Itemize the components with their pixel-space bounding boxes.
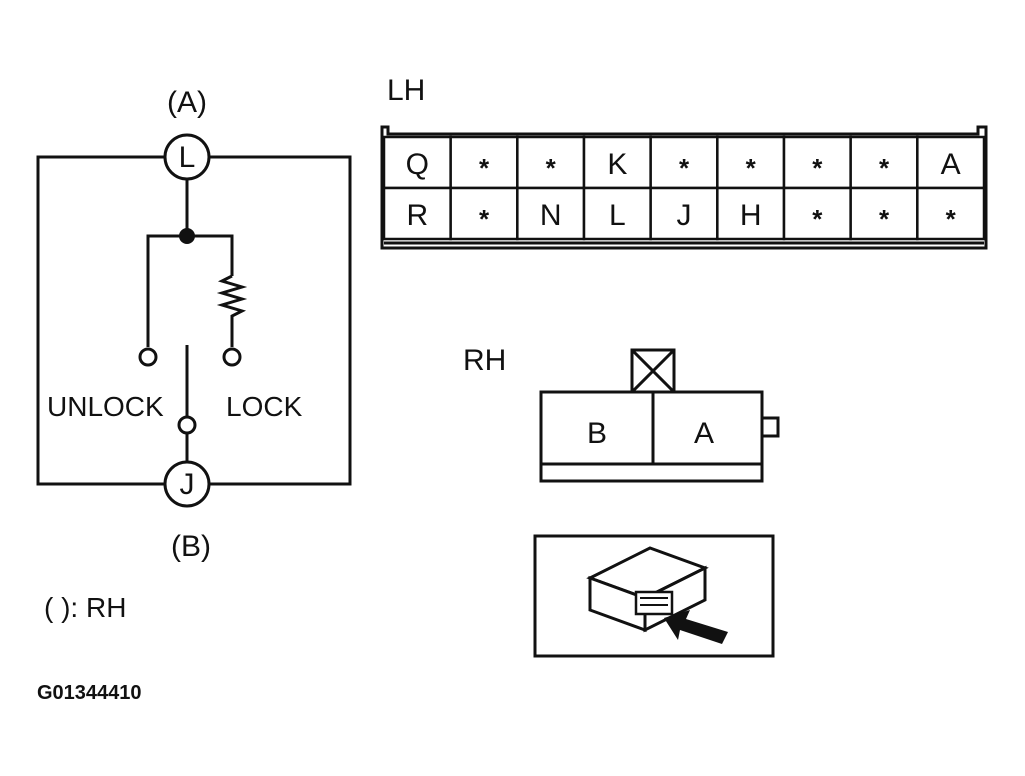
lh-pin-grid: Q * * K * * * * A R * N L J H * * *	[382, 135, 986, 241]
rh-pin-b: B	[587, 417, 607, 450]
lh-pin-unused: *	[546, 153, 557, 183]
unlock-label: UNLOCK	[47, 391, 164, 422]
rh-title: RH	[463, 344, 506, 377]
terminal-top-pin: L	[179, 141, 196, 174]
lh-cell	[516, 186, 586, 241]
lh-cell	[716, 135, 786, 190]
lh-pin-label: A	[941, 148, 961, 181]
rh-connector: RH B A	[463, 344, 780, 483]
lh-pin-unused: *	[679, 153, 690, 183]
legend-text: ( ): RH	[44, 592, 126, 623]
rh-side-latch	[760, 416, 780, 438]
lh-pin-unused: *	[946, 204, 957, 234]
lh-pin-unused: *	[879, 204, 890, 234]
lh-pin-label: N	[540, 199, 562, 232]
unlock-contact	[138, 347, 158, 367]
lh-title: LH	[387, 74, 425, 107]
outer-loop-left	[36, 155, 165, 486]
view-direction-arrow-icon	[664, 610, 728, 644]
connector-socket	[634, 590, 674, 616]
lock-contact	[222, 347, 242, 367]
lh-cell	[916, 135, 986, 190]
connector-body-icon	[586, 546, 709, 633]
switch-pivot	[177, 415, 197, 435]
lh-pin-label: K	[607, 148, 627, 181]
lh-cell	[849, 186, 919, 241]
lh-cell	[382, 186, 452, 241]
switch-schematic: L (A) J (B) UNLOCK LOCK ( ): RH	[36, 86, 352, 623]
lock-label: LOCK	[226, 391, 303, 422]
lh-pin-label: Q	[406, 148, 429, 181]
lh-housing	[380, 125, 988, 250]
figure-code: G01344410	[37, 682, 142, 704]
lh-connector: LH Q * * K * * * * A R * N L J H * * *	[380, 74, 988, 250]
lh-pin-label: L	[609, 199, 626, 232]
lh-pin-label: R	[406, 199, 428, 232]
lh-pin-unused: *	[746, 153, 757, 183]
lh-pin-unused: *	[879, 153, 890, 183]
outer-loop-right	[209, 155, 352, 486]
lh-pin-label: J	[677, 199, 692, 232]
rh-pin-a: A	[694, 417, 714, 450]
lh-pin-unused: *	[812, 153, 823, 183]
terminal-bottom-pin: J	[180, 468, 195, 501]
wire-branch	[146, 234, 234, 347]
lh-cell	[649, 186, 719, 241]
terminal-bottom-label: (B)	[171, 530, 211, 563]
inset-frame	[533, 534, 775, 658]
lh-pin-unused: *	[479, 204, 490, 234]
lh-pin-unused: *	[812, 204, 823, 234]
lh-cell	[582, 135, 652, 190]
lh-cell	[716, 186, 786, 241]
lh-cell	[449, 135, 519, 190]
connector-view-inset	[533, 534, 775, 658]
lh-pin-unused: *	[479, 153, 490, 183]
rh-lock-tab-x2	[630, 348, 676, 394]
resistor-zigzag	[216, 274, 248, 347]
lh-pin-label: H	[740, 199, 762, 232]
terminal-top-label: (A)	[167, 86, 207, 119]
lh-cell	[916, 186, 986, 241]
